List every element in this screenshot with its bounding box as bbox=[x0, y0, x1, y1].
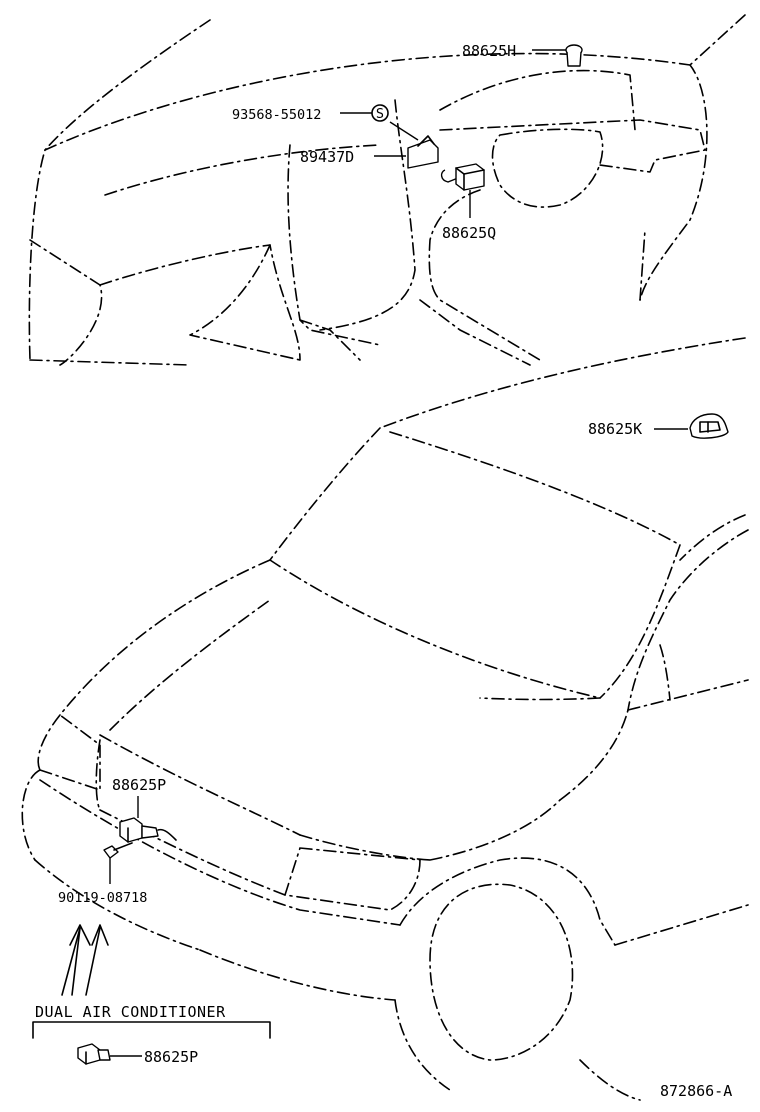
label-93568-55012: 93568-55012 bbox=[232, 107, 321, 123]
label-90119-08718: 90119-08718 bbox=[58, 890, 147, 906]
label-88625P-front: 88625P bbox=[112, 776, 166, 794]
svg-text:S: S bbox=[376, 106, 384, 122]
part-88625P-dual-ac[interactable]: 88625P bbox=[77, 1043, 198, 1066]
part-88625H[interactable]: 88625H bbox=[462, 42, 583, 67]
bolt-symbol-icon: S bbox=[371, 104, 389, 122]
option-box-dual-air-conditioner: DUAL AIR CONDITIONER bbox=[32, 1003, 271, 1039]
part-89437D[interactable]: 89437D bbox=[300, 135, 439, 169]
box-sensor-icon bbox=[455, 163, 485, 191]
part-88625P-front[interactable]: 88625P bbox=[112, 776, 177, 843]
leader-93568-bolt bbox=[389, 121, 419, 141]
part-88625Q[interactable]: 88625Q bbox=[440, 163, 497, 242]
option-box-title: DUAL AIR CONDITIONER bbox=[35, 1003, 226, 1021]
label-88625H: 88625H bbox=[462, 42, 516, 60]
label-88625K: 88625K bbox=[588, 420, 642, 438]
round-sensor-body bbox=[566, 51, 582, 67]
thermistor-icon bbox=[119, 817, 143, 843]
illustration-id: 872866-A bbox=[660, 1082, 732, 1100]
thermistor-icon-dual-ac bbox=[77, 1043, 101, 1065]
dashboard-interior-view bbox=[28, 14, 746, 366]
sensor-connector-icon bbox=[440, 169, 459, 183]
vehicle-exterior-view bbox=[21, 337, 749, 1101]
screw-icon bbox=[103, 845, 119, 859]
part-93568-55012[interactable]: 93568-55012 bbox=[232, 107, 419, 141]
label-89437D: 89437D bbox=[300, 148, 354, 166]
option-box-bracket bbox=[32, 1021, 271, 1039]
label-88625P-dual-ac: 88625P bbox=[144, 1048, 198, 1066]
part-90119-08718[interactable]: 90119-08718 bbox=[58, 842, 147, 906]
label-88625Q: 88625Q bbox=[442, 224, 496, 242]
solar-sensor-icon bbox=[689, 413, 729, 439]
pointer-arrows bbox=[61, 924, 109, 996]
bracket-icon bbox=[407, 139, 439, 169]
part-88625K[interactable]: 88625K bbox=[588, 413, 729, 439]
